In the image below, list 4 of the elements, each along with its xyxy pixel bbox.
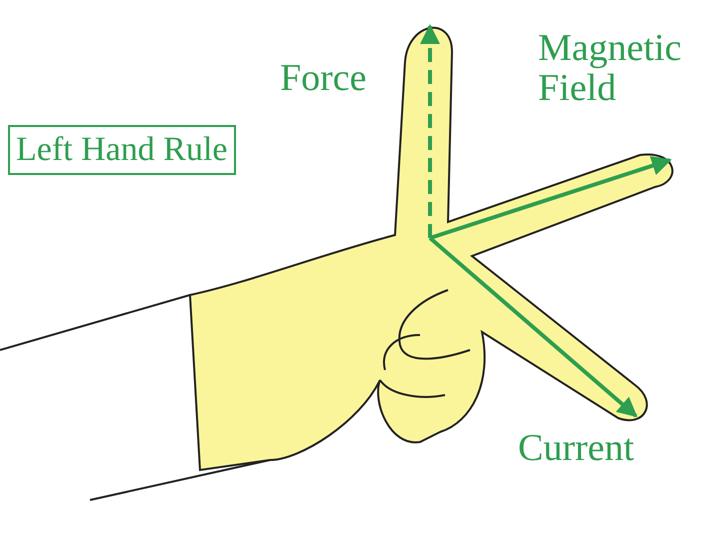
arrow-label: Magnetic Field (538, 28, 678, 108)
arrow-label: Current (518, 428, 636, 468)
title-box: Left Hand Rule (8, 125, 236, 175)
arrow-label: Force (280, 58, 368, 98)
